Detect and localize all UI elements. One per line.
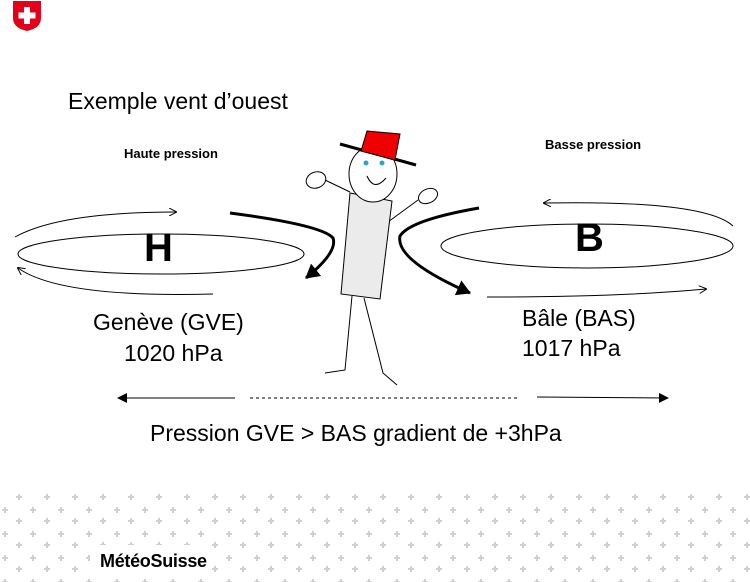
stick-figure: [305, 130, 439, 386]
flow-arrow-low-top: [544, 203, 734, 227]
basel-pressure-value: 1017 hPa: [522, 335, 621, 361]
flow-arrow-high-bottom: [18, 268, 214, 295]
low-pressure-label: Basse pression: [545, 137, 642, 152]
high-pressure-system: [14, 211, 336, 295]
wind-arrow-low: [398, 206, 480, 296]
flow-arrow-high-top: [14, 212, 176, 238]
page-title: Exemple vent d’ouest: [68, 88, 288, 114]
geneva-pressure-value: 1020 hPa: [124, 340, 223, 366]
low-pressure-letter: B: [575, 216, 604, 260]
wind-arrow-high: [229, 211, 336, 280]
high-pressure-letter: H: [144, 226, 173, 270]
swiss-cross-icon: [13, 1, 41, 31]
flow-arrow-low-bottom: [486, 289, 706, 298]
brand-logo-text: MétéoSuisse: [100, 551, 207, 571]
high-pressure-label: Haute pression: [124, 146, 218, 161]
low-pressure-system: [398, 203, 734, 298]
basel-city-label: Bâle (BAS): [522, 305, 636, 331]
geneva-city-label: Genève (GVE): [93, 309, 244, 335]
gradient-caption: Pression GVE > BAS gradient de +3hPa: [150, 420, 562, 446]
gradient-line: [117, 392, 669, 403]
